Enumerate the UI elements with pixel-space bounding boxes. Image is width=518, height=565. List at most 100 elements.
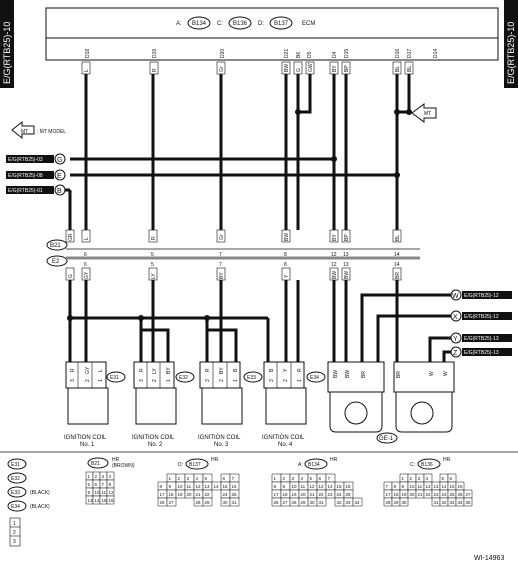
off-page-ref-w: W E/G(RTB25)-12	[450, 289, 512, 301]
grid-cell-number: 5	[205, 476, 208, 481]
legend-code: E33	[11, 490, 20, 496]
off-page-ref-text: E/G(RTB25)-12	[464, 293, 499, 299]
ground-wire-color: BW	[345, 370, 351, 378]
coil-wire-color: R	[70, 368, 76, 372]
grid-cell-number: 34	[355, 500, 361, 505]
coil-wire-color: L	[98, 369, 104, 372]
grid-cell-number: 22	[319, 492, 325, 497]
grid-cell-number: 3	[187, 476, 190, 481]
grid-cell-number: 4	[301, 476, 304, 481]
grid-cell-number: 33	[346, 500, 352, 505]
grid-cell-number: 20	[410, 492, 416, 497]
ground-wire-color: BW	[333, 370, 339, 378]
off-page-ref-x: X E/G(RTB25)-12	[450, 310, 512, 322]
legend-code: B136	[421, 462, 433, 468]
grid-cell-number: 1	[274, 476, 277, 481]
harness-pin: 12	[331, 262, 337, 268]
off-page-ref-g: E/G(RTB25)-03 G	[6, 153, 66, 165]
off-page-ref-letter: G	[57, 157, 62, 164]
lower-wires	[68, 280, 399, 362]
mt-indicator-arrow: MT	[411, 103, 437, 123]
legend-pin: 1	[13, 521, 16, 527]
ecm-pin: D16	[395, 49, 401, 58]
grid-cell	[463, 497, 473, 507]
ecm-label: ECM	[302, 21, 315, 27]
grid-cell-number: 6	[223, 476, 226, 481]
wire-color: BY	[332, 234, 338, 241]
grid-cell-number: 19	[292, 492, 298, 497]
coil-name: IGNITION COIL	[64, 435, 107, 441]
wire-color: BY	[332, 65, 338, 72]
grid-cell-number: 26	[274, 500, 280, 505]
grid-cell-number: 31	[232, 500, 238, 505]
ignition-coil-2: 3 R 2 LY 1 BY E32 IGNITION COIL No. 2	[132, 361, 195, 448]
left-side-tab: E/G(RTB25)-10	[0, 0, 14, 88]
wire-color: BP	[344, 234, 350, 241]
coil-wire-color: BY	[219, 367, 225, 374]
grid-cell-number: 12	[310, 484, 316, 489]
coil-number: No. 4	[278, 442, 293, 448]
grid-cell-number: 15	[337, 484, 343, 489]
ecm-pin: D14	[433, 49, 439, 58]
legend-note: (BLACK)	[30, 504, 50, 510]
wire-color: BW	[344, 271, 350, 279]
ecm-pin: D17	[407, 49, 413, 58]
off-page-ref-letter: W	[452, 293, 459, 300]
ecm-pin: D21	[284, 49, 290, 58]
grid-cell	[316, 497, 327, 507]
off-page-ref-letter: X	[453, 314, 458, 321]
grid-cell-number: 31	[319, 500, 325, 505]
grid-cell-number: 16	[346, 484, 352, 489]
legend-pin: 2	[13, 530, 16, 536]
coil-pin: 1	[166, 379, 172, 382]
legend-coil-connectors: E31 E32 E33 (BLACK) E34 (BLACK) 1 2 3	[7, 458, 50, 547]
grid-cell-number: 5	[88, 482, 91, 487]
harness-pin: 14	[394, 262, 400, 268]
ecm-pin: D18	[85, 49, 91, 58]
grid-cell-number: 11	[418, 484, 423, 489]
wire-color: BW	[284, 233, 290, 241]
grid-cell-number: 6	[319, 476, 322, 481]
grid-cell-number: 2	[95, 474, 98, 479]
coil-wire-color: R	[139, 368, 145, 372]
grid-cell-number: 23	[328, 492, 334, 497]
legend-hr: HR	[330, 457, 338, 463]
grid-cell-number: 4	[109, 474, 112, 479]
grid-cell-number: 9	[283, 484, 286, 489]
junctions	[295, 109, 412, 178]
wire-color: BP	[344, 65, 350, 72]
grid-cell-number: 12	[196, 484, 202, 489]
grid-cell-number: 15	[223, 484, 229, 489]
grid-cell-number: 19	[178, 492, 184, 497]
wire-color: Gr	[219, 234, 225, 240]
harness-pin: 5	[151, 252, 154, 258]
grid-cell-number: 29	[301, 500, 307, 505]
wire-color: R	[151, 236, 157, 240]
right-off-page-refs: W E/G(RTB25)-12 X E/G(RTB25)-12 Y E/G(RT…	[450, 289, 512, 358]
grid-cell-number: 21	[310, 492, 316, 497]
ground-wire-color: BR	[361, 371, 367, 378]
off-page-refs: E/G(RTB25)-03 G E/G(RTB25)-08 E E/G(RTB2…	[6, 153, 66, 196]
grid-cell-number: 25	[346, 492, 352, 497]
grid-cell-number: 27	[169, 500, 175, 505]
grid-cell-number: 19	[402, 492, 408, 497]
ecm-conn-badge-a: B134	[187, 16, 211, 30]
wire-color: G	[296, 68, 302, 72]
harness-pin: 7	[219, 252, 222, 258]
off-page-ref-letter: Y	[453, 336, 458, 343]
wire-color: LY	[151, 273, 157, 279]
ground-wire-color: W	[429, 371, 435, 376]
ecm-pin: D5	[307, 51, 313, 58]
mt-model-legend: MT : MT MODEL	[11, 120, 66, 140]
legend-color: (BROWN)	[112, 463, 135, 469]
grid-cell-number: 20	[187, 492, 193, 497]
grid-cell-number: 11	[102, 490, 107, 495]
wire-color: BL	[407, 66, 413, 72]
legend-prefix: D:	[178, 462, 183, 468]
harness-pin: 13	[343, 262, 349, 268]
grid-cell	[166, 497, 177, 507]
grid-cell-number: 23	[434, 492, 440, 497]
grid-cell-number: 18	[169, 492, 175, 497]
